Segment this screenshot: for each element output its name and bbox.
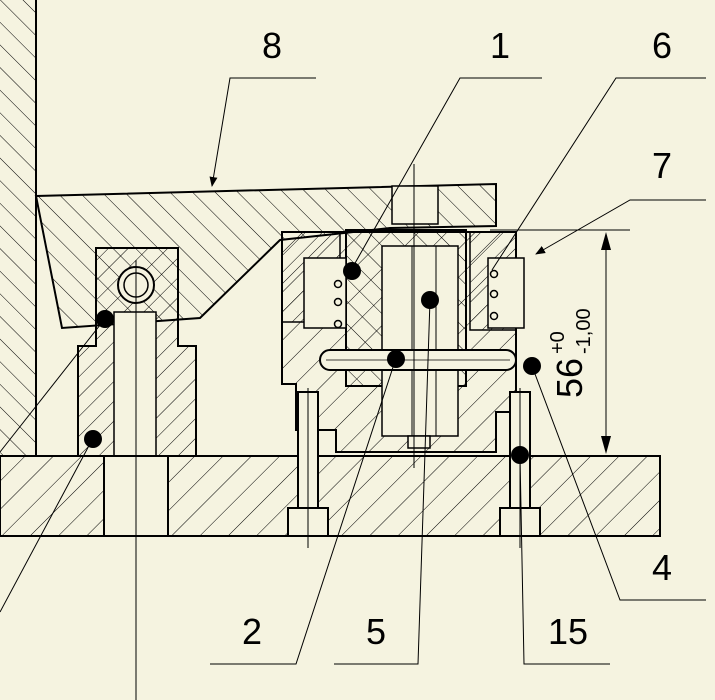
leader-dots	[84, 262, 541, 464]
dimension-text: 56 +0 -1,00	[547, 308, 595, 398]
balloon-1: 1	[490, 25, 510, 66]
balloon-15: 15	[548, 611, 588, 652]
balloon-2: 2	[242, 611, 262, 652]
part-1-piston	[345, 229, 467, 449]
balloon-8: 8	[262, 25, 282, 66]
leader-lines	[0, 77, 706, 665]
part-5-cross-pin	[319, 349, 517, 371]
part-6-springs	[303, 257, 525, 329]
base-plate	[0, 455, 661, 537]
dimension-lower-tol: -1,00	[573, 308, 595, 354]
left-wall	[0, 0, 37, 456]
pivot-support	[77, 247, 197, 700]
dimension-upper-tol: +0	[547, 331, 569, 354]
dimension-nominal: 56	[549, 358, 590, 398]
balloon-6: 6	[652, 25, 672, 66]
balloon-5: 5	[366, 611, 386, 652]
dimension-56	[490, 229, 660, 457]
balloon-7: 7	[652, 145, 672, 186]
balloon-4: 4	[652, 547, 672, 588]
